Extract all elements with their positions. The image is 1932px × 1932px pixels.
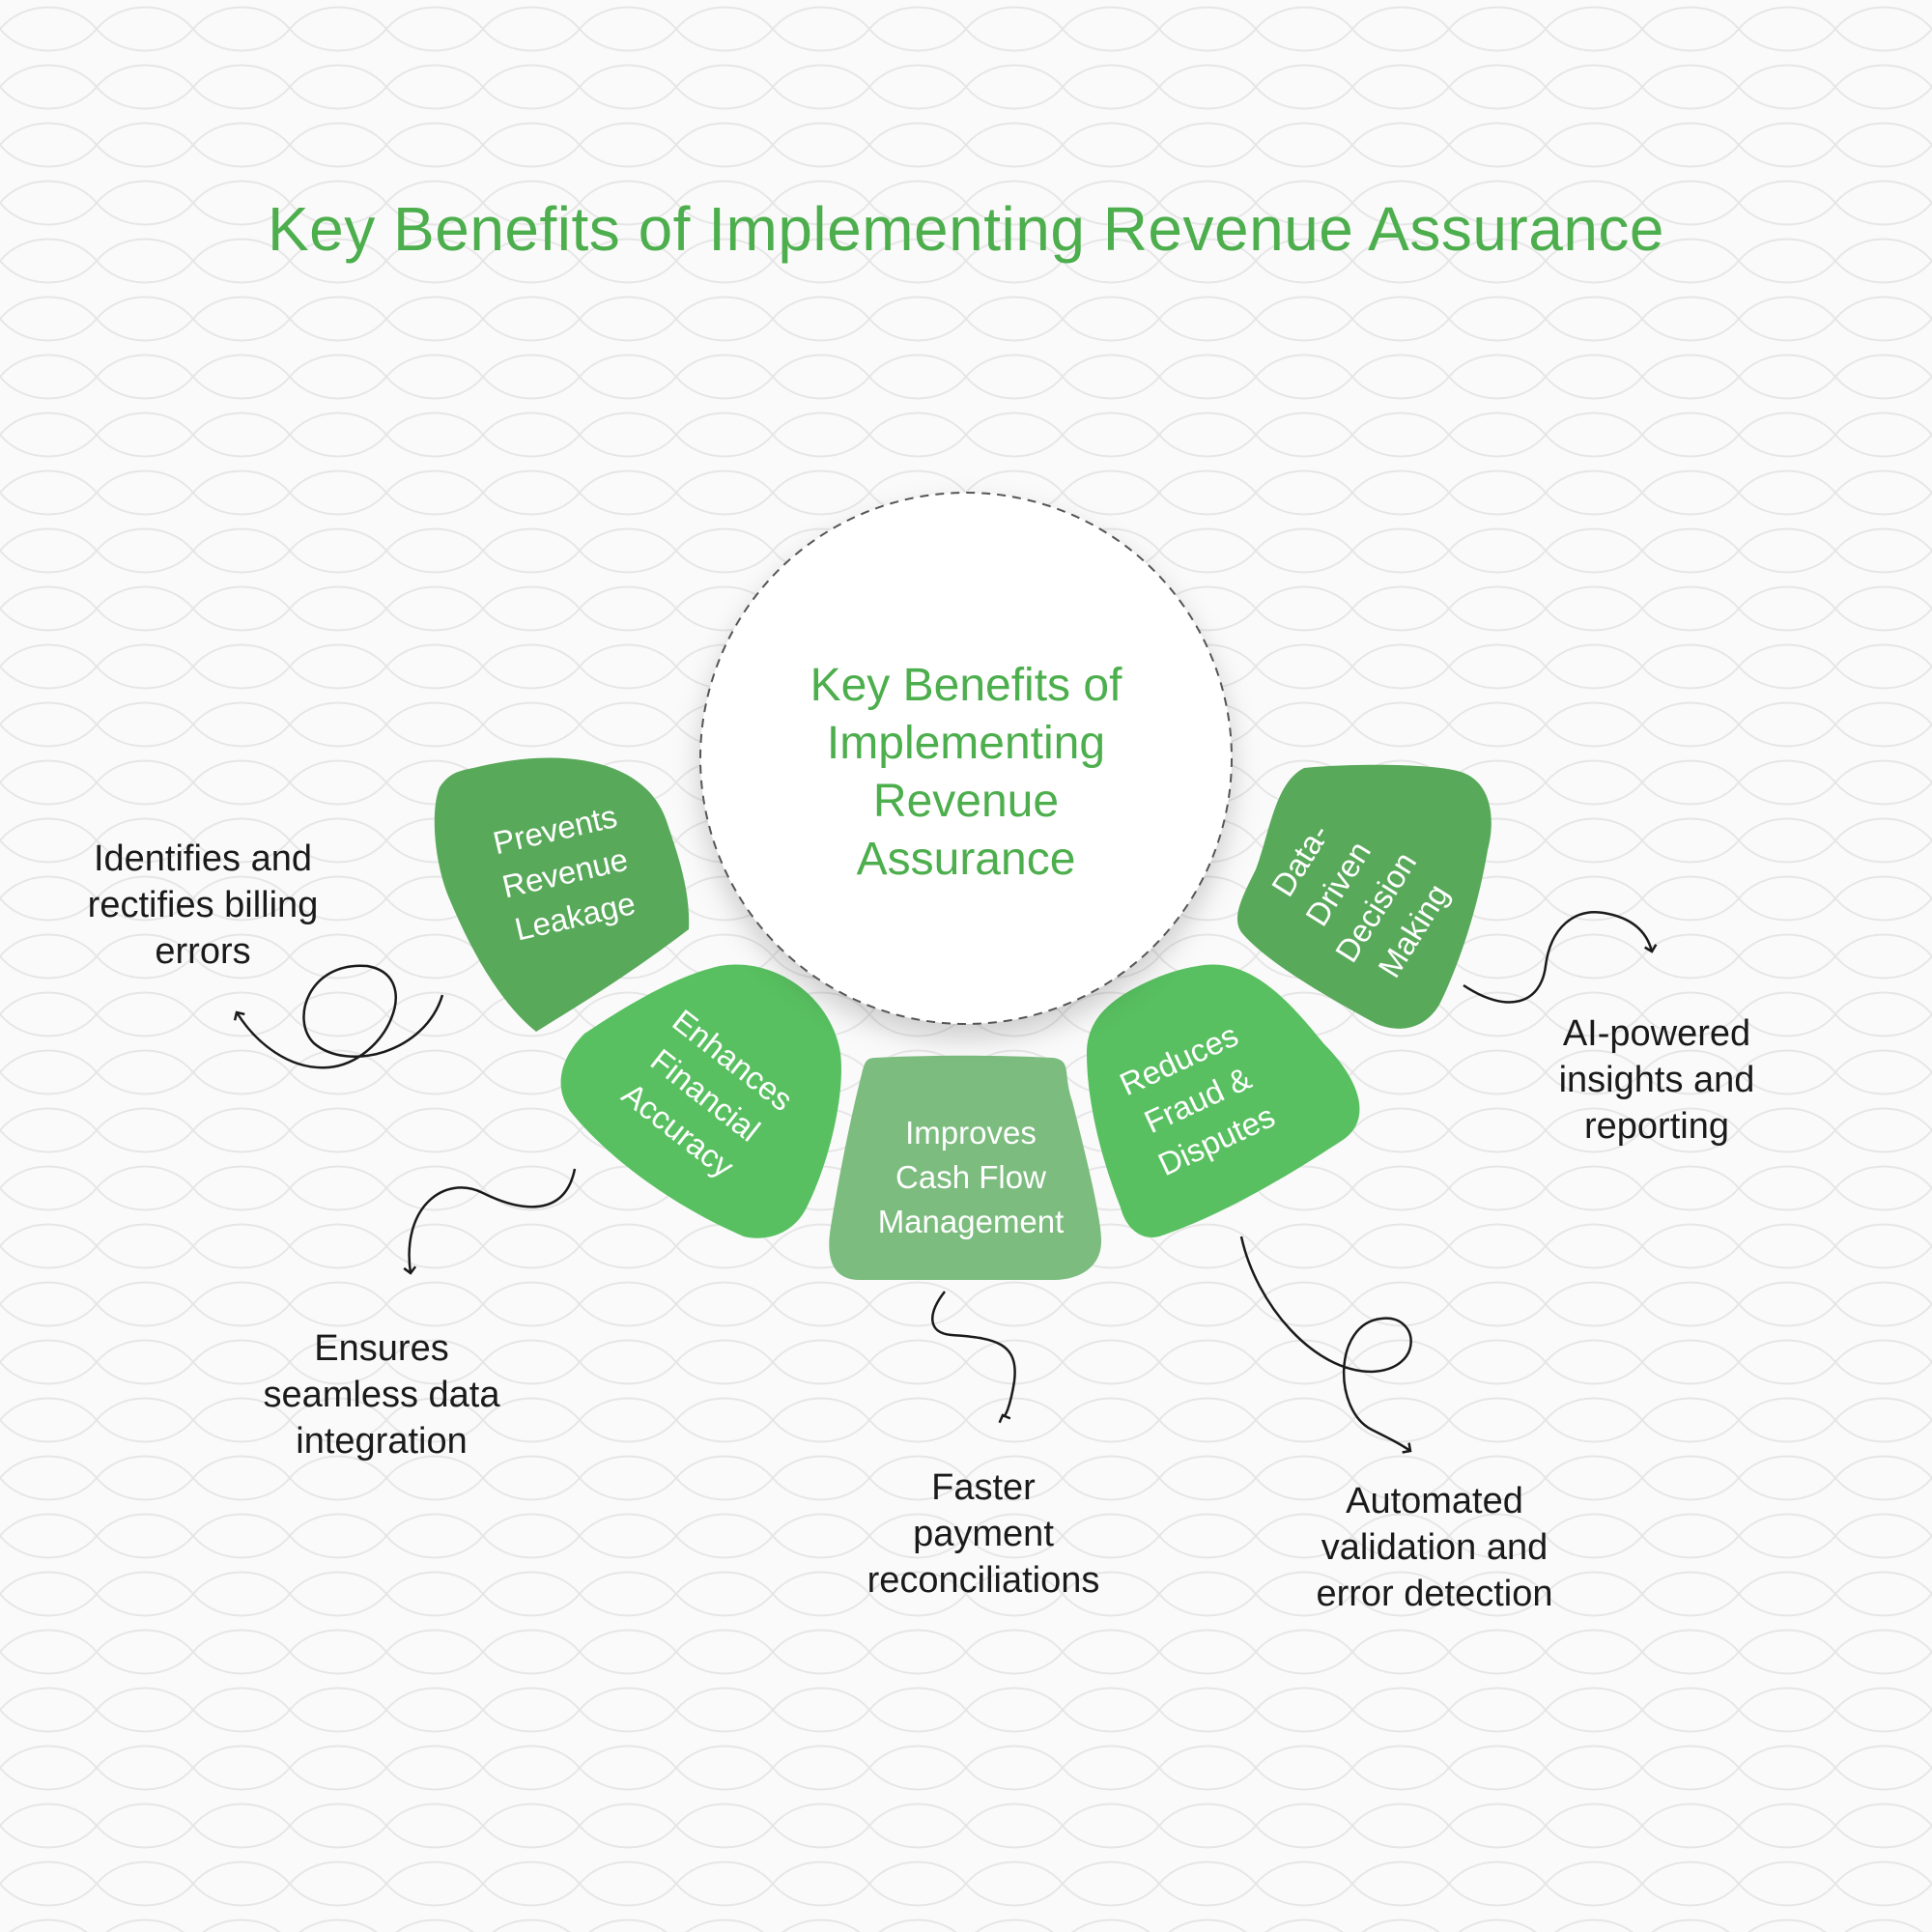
arrow-data-driven-decision <box>1463 911 1658 1004</box>
petal-data-driven-decision-making <box>1236 764 1492 1029</box>
petal-improves-cash-flow <box>829 1055 1101 1280</box>
arrow-improves-cash-flow <box>931 1291 1016 1424</box>
callout-seamless-data-integration: Ensures seamless data integration <box>263 1328 500 1462</box>
center-title: Key Benefits of Implementing Revenue Ass… <box>810 660 1122 885</box>
callout-identifies-billing-errors: Identifies and rectifies billing errors <box>87 838 319 972</box>
petal-label-improves-cash-flow: Improves Cash Flow Management <box>877 1115 1065 1239</box>
arrow-prevents-revenue-leakage <box>233 964 444 1069</box>
center-circle <box>699 492 1233 1025</box>
petal-prevents-revenue-leakage <box>434 757 690 1032</box>
callout-automated-validation: Automated validation and error detection <box>1316 1481 1553 1614</box>
arrow-enhances-financial-accuracy <box>403 1168 577 1275</box>
arrow-reduces-fraud-disputes <box>1239 1236 1412 1454</box>
callout-faster-payment-reconciliations: Faster payment reconciliations <box>867 1467 1100 1601</box>
callout-ai-powered-insights: AI-powered insights and reporting <box>1558 1013 1755 1147</box>
page-title: Key Benefits of Implementing Revenue Ass… <box>267 194 1665 264</box>
petal-enhances-financial-accuracy <box>560 964 841 1238</box>
petal-reduces-fraud-disputes <box>1087 964 1360 1237</box>
